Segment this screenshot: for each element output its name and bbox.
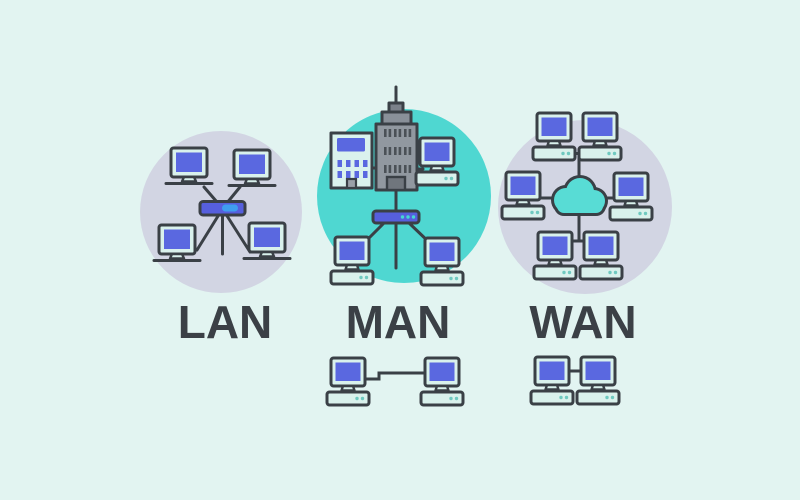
skyscraper-door: [385, 175, 407, 192]
man-label: MAN: [345, 296, 451, 348]
skyscraper-windows: [384, 129, 412, 173]
monitor-icon: [152, 223, 202, 262]
computer-icon: [575, 355, 621, 406]
office-windows: [337, 160, 368, 178]
network-switch-icon: [198, 200, 247, 217]
lan-network-group: [140, 131, 302, 293]
wan-network-group: [498, 111, 672, 294]
pair-under-man: [325, 356, 465, 407]
skyscraper-icon: [374, 85, 419, 192]
computer-icon: [608, 171, 654, 222]
pair-under-wan: [529, 355, 621, 406]
computer-icon: [577, 111, 623, 162]
computer-icon: [578, 230, 624, 281]
wan-label: WAN: [529, 296, 637, 348]
computer-icon: [329, 235, 375, 286]
computer-icon: [529, 355, 575, 406]
monitor-icon: [227, 148, 277, 187]
computer-icon: [414, 136, 460, 187]
network-switch-icon: [371, 209, 421, 225]
man-network-group: [317, 85, 491, 287]
office-big-window: [337, 138, 365, 152]
computer-icon: [532, 230, 578, 281]
connection-line: [363, 371, 427, 381]
computer-icon: [500, 170, 546, 221]
computer-icon: [531, 111, 577, 162]
lan-label: LAN: [177, 296, 273, 348]
computer-icon: [325, 356, 371, 407]
computer-icon: [419, 356, 465, 407]
cloud-icon: [551, 175, 608, 216]
monitor-icon: [242, 221, 292, 260]
office-door: [345, 177, 358, 190]
computer-icon: [419, 236, 465, 287]
monitor-icon: [164, 146, 214, 185]
office-building-icon: [329, 131, 374, 190]
